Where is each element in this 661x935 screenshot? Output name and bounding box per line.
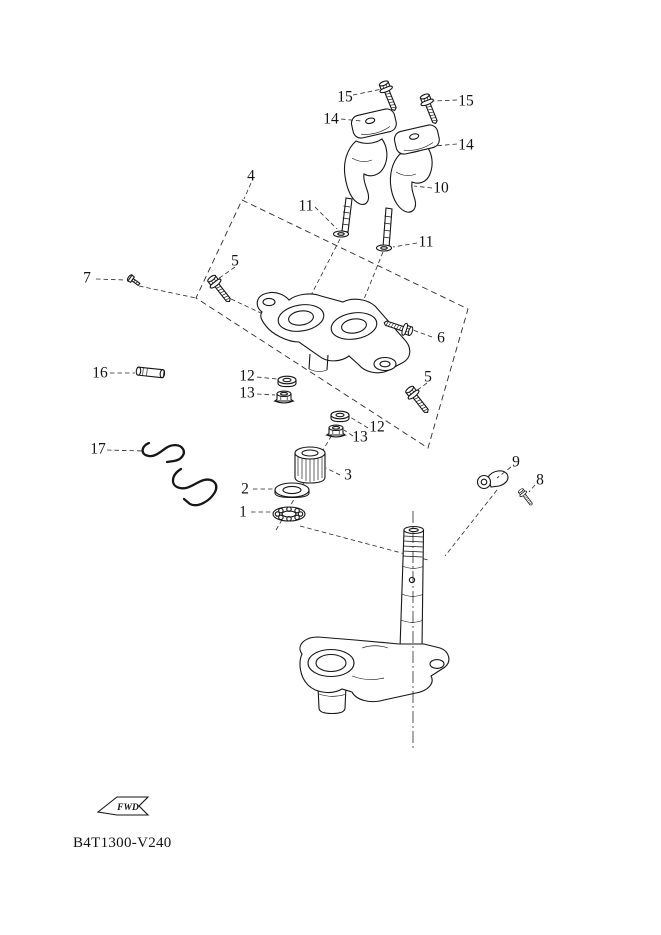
diagram-code: B4T1300-V240 (73, 835, 172, 851)
screw-7 (126, 274, 141, 287)
leader-lines (95, 88, 536, 513)
cable-holder-9 (476, 470, 509, 490)
washer-12-left (277, 375, 297, 388)
nut-13-right (325, 424, 347, 438)
washer-11-left (332, 230, 350, 238)
handlebar-upper-holder-left (350, 108, 397, 139)
handlebar-holder-lower-left (341, 138, 388, 233)
bearing-1 (272, 506, 306, 522)
bearing-cover-3 (294, 446, 326, 484)
bolt-8 (516, 486, 536, 508)
bolt-15-left (376, 78, 402, 114)
washer-12-right (330, 410, 350, 423)
steering-stem-assembly (299, 511, 450, 750)
construction-lines (138, 238, 498, 561)
fwd-flag: FWD (96, 796, 150, 816)
handlebar-holder-lower-right (382, 146, 433, 249)
subassembly-boundary (195, 199, 469, 449)
handlebar-upper-holder-right (393, 124, 440, 155)
pin-16 (135, 366, 166, 379)
cable-guide-17 (141, 441, 218, 507)
nut-13-left (273, 390, 295, 404)
dust-seal-2 (274, 482, 310, 499)
washer-11-right (375, 244, 393, 252)
bolt-5-right (402, 383, 434, 418)
fwd-label: FWD (116, 803, 139, 813)
upper-triple-clamp (256, 291, 411, 374)
bolt-15-right (417, 91, 443, 127)
